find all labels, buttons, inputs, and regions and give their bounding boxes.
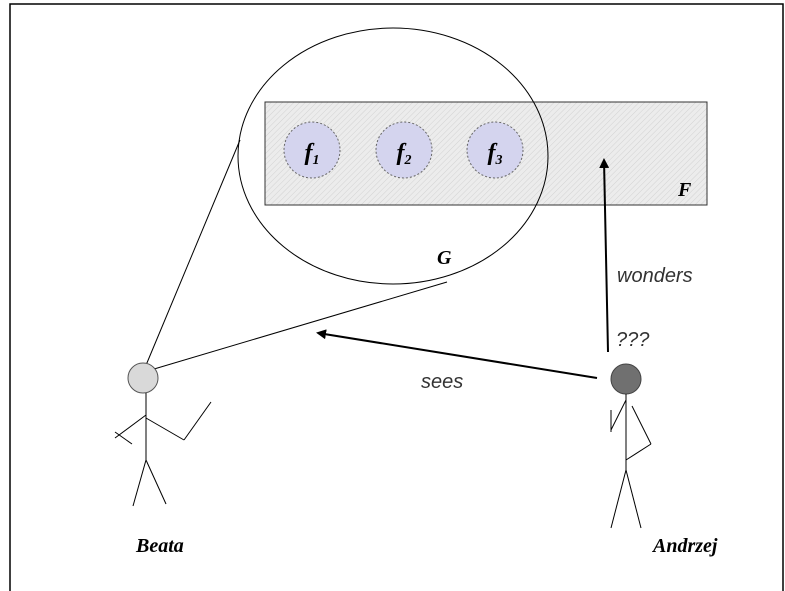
beata-figure xyxy=(114,362,212,507)
element-f3-sub: 3 xyxy=(495,153,503,168)
sees-label: sees xyxy=(421,371,463,393)
sees-arrow xyxy=(316,329,598,379)
element-f1-base: f xyxy=(305,140,315,166)
element-f3-base: f xyxy=(488,140,498,166)
frame-border xyxy=(9,3,784,591)
view-cone-line-lower xyxy=(143,281,448,373)
andrzej-head xyxy=(610,363,642,395)
question-label: ??? xyxy=(616,329,650,351)
view-cone-line-upper xyxy=(143,139,241,371)
set-g-label: G xyxy=(437,247,452,269)
set-f-label: F xyxy=(677,179,692,201)
beata-head xyxy=(127,362,159,394)
element-f1: f1 xyxy=(283,121,341,179)
svg-text:f3: f3 xyxy=(488,140,503,168)
andrzej-name: Andrzej xyxy=(651,535,718,557)
svg-text:f1: f1 xyxy=(305,140,320,168)
svg-text:f2: f2 xyxy=(397,140,412,168)
set-g-ellipse xyxy=(237,27,549,285)
beata-body xyxy=(114,393,212,507)
element-f1-sub: 1 xyxy=(313,153,320,168)
andrzej-figure xyxy=(610,363,652,529)
wonders-arrow xyxy=(599,158,610,353)
element-f3: f3 xyxy=(466,121,524,179)
element-f2: f2 xyxy=(375,121,433,179)
wonders-label: wonders xyxy=(617,265,693,287)
beata-name: Beata xyxy=(135,535,184,557)
andrzej-body xyxy=(610,394,652,529)
element-f2-sub: 2 xyxy=(404,153,412,168)
element-f2-base: f xyxy=(397,140,407,166)
